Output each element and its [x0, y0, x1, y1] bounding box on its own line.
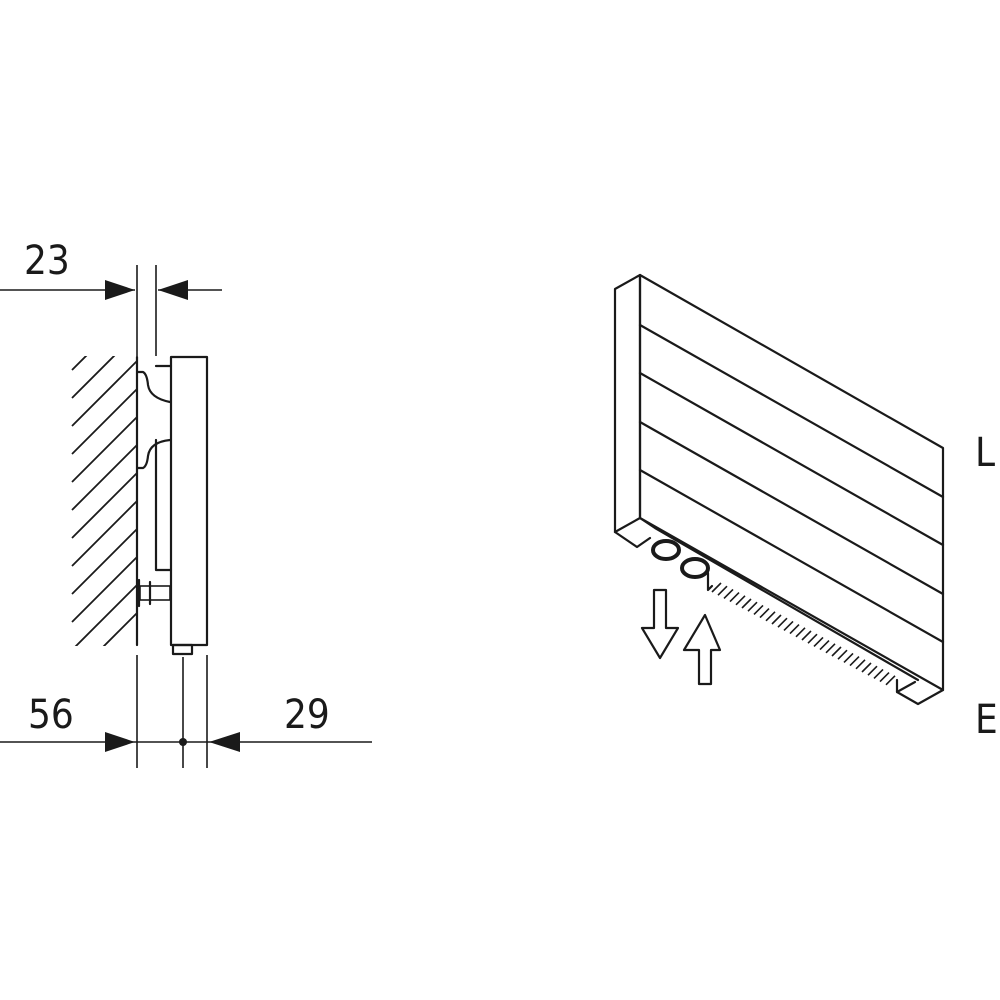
fin-line [717, 585, 728, 596]
hatch-line [102, 612, 137, 646]
convector-fins [706, 571, 896, 686]
fin-line [825, 643, 836, 654]
arrow-left-icon [209, 732, 240, 752]
dimension-label-56: 56 [28, 692, 74, 738]
hatch-line [71, 500, 137, 567]
hatch-line [71, 360, 137, 427]
fin-line [849, 656, 860, 667]
fin-line [819, 640, 830, 651]
fin-line [711, 582, 722, 593]
pipe-connections [651, 539, 710, 579]
label-length: L [975, 430, 995, 476]
hatch-line [71, 388, 137, 455]
fin-line [729, 592, 740, 603]
fin-line [789, 624, 800, 635]
arrow-down-icon [640, 588, 680, 660]
fin-line [855, 659, 866, 670]
fin-line [795, 627, 806, 638]
arrow-right-icon [105, 732, 135, 752]
bottom-dimension-line [0, 655, 372, 768]
fin-line [879, 672, 890, 683]
fin-line [759, 608, 770, 619]
radiator-body [613, 273, 945, 706]
fin-line [885, 675, 896, 686]
fin-line [861, 662, 872, 673]
radiator-profile [169, 355, 209, 647]
fin-line [771, 614, 782, 625]
fin-line [783, 620, 794, 631]
fin-line [837, 649, 848, 660]
pipe-connection [171, 643, 194, 656]
hatch-line [71, 356, 116, 399]
fin-line [843, 652, 854, 663]
fin-line [741, 598, 752, 609]
hatch-line [71, 444, 137, 511]
fin-line [747, 601, 758, 612]
dimension-label-23: 23 [24, 238, 70, 284]
arrow-up-icon [682, 613, 722, 686]
wall-hatching [71, 356, 137, 646]
fin-line [801, 630, 812, 641]
label-height: E [975, 697, 998, 743]
flow-arrows [640, 588, 722, 686]
hatch-line [71, 528, 137, 595]
hatch-line [71, 416, 137, 483]
fin-line [765, 611, 776, 622]
fin-line [873, 668, 884, 679]
fin-line [777, 617, 788, 628]
fin-line [813, 636, 824, 647]
fin-line [831, 646, 842, 657]
perspective-view: L E [613, 273, 998, 743]
mounting-bolt [137, 578, 171, 608]
wall-bracket [136, 364, 173, 572]
hatch-line [74, 584, 137, 646]
center-dot-icon [179, 738, 187, 746]
fin-line [723, 588, 734, 599]
dimension-label-29: 29 [284, 692, 330, 738]
hatch-line [71, 472, 137, 539]
fin-line [753, 604, 764, 615]
top-dimension-line [0, 265, 222, 356]
side-view: 23 [0, 238, 372, 768]
fin-line [867, 665, 878, 676]
hatch-line [71, 356, 88, 371]
hatch-line [71, 556, 137, 623]
fin-line [807, 633, 818, 644]
arrow-right-icon [105, 280, 135, 300]
fin-line [735, 595, 746, 606]
